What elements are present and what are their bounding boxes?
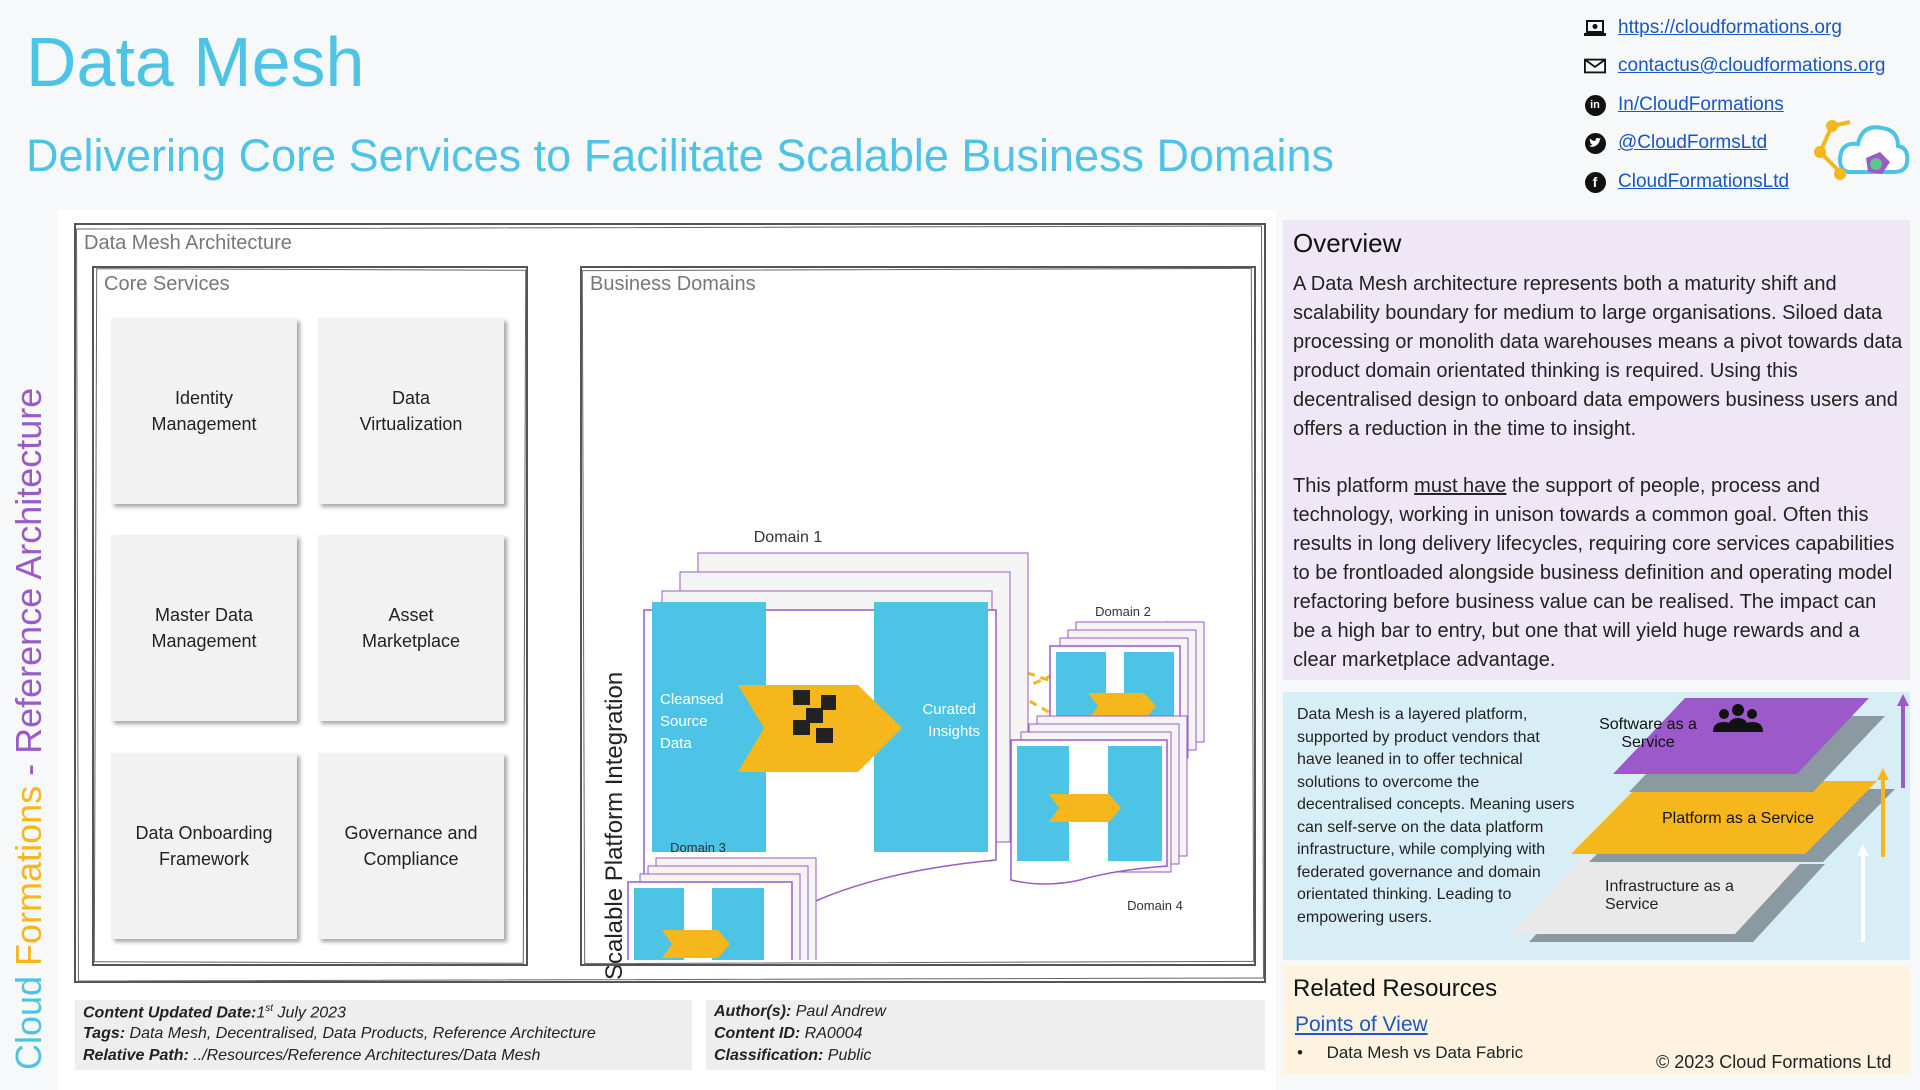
- contact-linkedin[interactable]: in In/CloudFormations: [1584, 94, 1784, 116]
- contact-email[interactable]: contactus@cloudformations.org: [1584, 55, 1885, 77]
- tile-data-onboarding: Data Onboarding Framework: [111, 753, 297, 939]
- meta-tags: Tags: Data Mesh, Decentralised, Data Pro…: [83, 1025, 596, 1042]
- saas-label: Software as a Service: [1599, 716, 1697, 751]
- iaas-label: Infrastructure as a Service: [1605, 878, 1734, 913]
- related-item: • Data Mesh vs Data Fabric: [1297, 1043, 1524, 1062]
- iaas-layer: [1511, 856, 1807, 934]
- tile-data-virtualization: Data Virtualization: [318, 318, 504, 504]
- brand-reference: - Reference Architecture: [8, 387, 49, 786]
- meta-path: Relative Path: ../Resources/Reference Ar…: [83, 1047, 541, 1064]
- insights-label: Curated Insights: [922, 701, 980, 740]
- related-resources-panel: Related Resources Points of View • Data …: [1283, 965, 1910, 1075]
- contact-facebook[interactable]: f CloudFormationsLtd: [1584, 171, 1789, 193]
- linkedin-link[interactable]: In/CloudFormations: [1618, 94, 1784, 115]
- source-label: Cleansed Source Data: [660, 691, 728, 752]
- overview-title: Overview: [1293, 228, 1402, 258]
- source-label-line2: Source: [660, 713, 708, 730]
- overview-paragraph-1: A Data Mesh architecture represents both…: [1293, 273, 1903, 440]
- domain1-label: Domain 1: [754, 529, 823, 546]
- core-services-frame: [92, 266, 528, 966]
- website-link[interactable]: https://cloudformations.org: [1618, 17, 1842, 38]
- domain4-diagram: [1010, 715, 1188, 885]
- source-label-line3: Data: [660, 735, 692, 752]
- domain4-label: Domain 4: [1127, 898, 1183, 913]
- brand-formations: Formations: [8, 785, 49, 966]
- metadata-right: Author(s): Paul Andrew Content ID: RA000…: [706, 1000, 1265, 1070]
- layers-description: Data Mesh is a layered platform, support…: [1297, 706, 1575, 926]
- data-tables-icon: [793, 690, 836, 743]
- layers-panel: Data Mesh is a layered platform, support…: [1283, 692, 1910, 960]
- tile-governance: Governance and Compliance: [318, 753, 504, 939]
- linkedin-icon: in: [1584, 94, 1606, 116]
- paas-layer: [1571, 781, 1877, 854]
- points-of-view-link[interactable]: Points of View: [1295, 1013, 1428, 1036]
- overview-panel: Overview A Data Mesh architecture repres…: [1283, 220, 1910, 680]
- domain2-label: Domain 2: [1095, 604, 1151, 619]
- laptop-icon: [1584, 17, 1606, 39]
- meta-author: Author(s): Paul Andrew: [714, 1003, 886, 1020]
- contact-twitter[interactable]: @CloudFormsLtd: [1584, 132, 1767, 154]
- domain1-stack: [643, 552, 1029, 923]
- twitter-link[interactable]: @CloudFormsLtd: [1618, 132, 1768, 153]
- twitter-icon: [1584, 132, 1606, 154]
- architecture-title: Data Mesh Architecture: [84, 232, 292, 254]
- saas-layer: [1613, 698, 1869, 774]
- architecture-panel: Data Mesh Architecture Core Services Ide…: [58, 210, 1276, 1090]
- core-services-label: Core Services: [104, 273, 230, 295]
- related-resources-title: Related Resources: [1293, 975, 1498, 1002]
- overview-paragraph-2: This platform must have the support of p…: [1293, 475, 1895, 671]
- domain3-stack: [627, 857, 817, 960]
- copyright: © 2023 Cloud Formations Ltd: [1656, 1052, 1892, 1072]
- contact-website[interactable]: https://cloudformations.org: [1584, 17, 1842, 39]
- metadata-left: Content Updated Date:1st July 2023 Tags:…: [75, 1000, 692, 1070]
- paas-label: Platform as a Service: [1661, 810, 1815, 827]
- tile-master-data-management: Master Data Management: [111, 535, 297, 721]
- architecture-frame: [74, 223, 1266, 983]
- brand-cloud: Cloud: [8, 965, 49, 1070]
- email-link[interactable]: contactus@cloudformations.org: [1618, 55, 1886, 76]
- layers-diagram: [1511, 694, 1909, 942]
- insights-label-line1: Curated: [922, 701, 975, 718]
- sidebar-brand-text: Cloud Formations - Reference Architectur…: [8, 388, 50, 1070]
- meta-content-id: Content ID: RA0004: [714, 1025, 863, 1042]
- insights-label-line2: Insights: [928, 723, 980, 740]
- meta-updated: Content Updated Date:1st July 2023: [83, 1003, 346, 1022]
- page-subtitle: Delivering Core Services to Facilitate S…: [26, 130, 1335, 181]
- tile-identity-management: Identity Management: [111, 318, 297, 504]
- meta-classification: Classification: Public: [714, 1047, 872, 1064]
- users-icon: [1713, 704, 1763, 732]
- tile-asset-marketplace: Asset Marketplace: [318, 535, 504, 721]
- business-domains-label: Business Domains: [590, 273, 756, 295]
- cloud-formations-logo: [1814, 120, 1910, 180]
- facebook-link[interactable]: CloudFormationsLtd: [1618, 171, 1790, 192]
- source-label-line1: Cleansed: [660, 691, 723, 708]
- must-have-emphasis: must have: [1414, 475, 1507, 497]
- domain3-label: Domain 3: [670, 840, 726, 855]
- page-title: Data Mesh: [26, 23, 365, 101]
- facebook-icon: f: [1584, 171, 1606, 193]
- related-item-text[interactable]: Data Mesh vs Data Fabric: [1326, 1043, 1524, 1062]
- mail-icon: [1584, 55, 1606, 77]
- business-domains-frame: [580, 266, 1256, 966]
